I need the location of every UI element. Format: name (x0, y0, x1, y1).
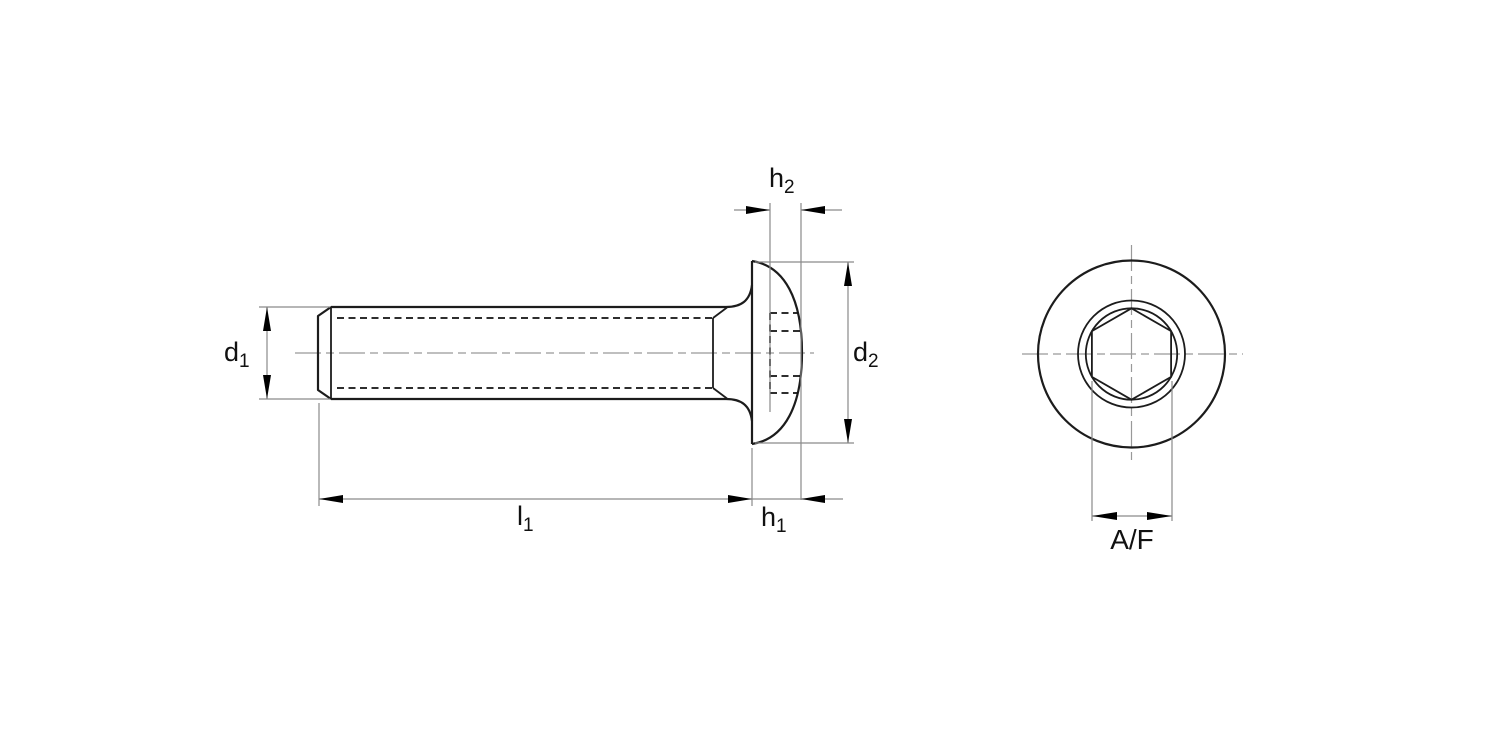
h2-arrow-left (801, 206, 825, 214)
head-fillet-bottom (725, 397, 754, 422)
head-dome-profile (751, 259, 804, 446)
socket-chamfer-circle (1077, 299, 1186, 409)
d1-arrow-down (263, 375, 271, 399)
side-view (295, 259, 814, 446)
d2-arrow-up (844, 262, 852, 286)
hex-socket (1091, 307, 1172, 401)
end-view (1022, 245, 1243, 463)
l1-label: l1 (517, 501, 534, 536)
af-arrow-right (1147, 512, 1172, 520)
l1-arrow-right (728, 495, 752, 503)
tip-chamfer (316, 306, 332, 400)
d1-label: d1 (224, 337, 250, 372)
dimension-h2: h2 (734, 163, 842, 500)
h1-arrow-left (801, 495, 825, 503)
d1-arrow-up (263, 307, 271, 331)
d2-arrow-down (844, 419, 852, 443)
h2-arrow-right (746, 206, 770, 214)
thread-runout-diagonal-top (712, 306, 728, 319)
dimension-l1: l1 (318, 403, 753, 536)
head-fillet-top (725, 284, 754, 309)
h1-label: h1 (761, 502, 787, 537)
head-outer-circle (1036, 259, 1227, 449)
dimension-h1: h1 (752, 495, 843, 537)
d2-label: d2 (853, 337, 879, 372)
l1-arrow-left (319, 495, 343, 503)
af-arrow-left (1092, 512, 1117, 520)
thread-runout-diagonal-bottom (712, 387, 728, 400)
dimension-d2: d2 (755, 261, 879, 444)
dimension-af: A/F (1091, 381, 1173, 555)
dimension-d1: d1 (224, 306, 330, 400)
h2-label: h2 (769, 163, 795, 198)
af-label: A/F (1110, 524, 1154, 555)
